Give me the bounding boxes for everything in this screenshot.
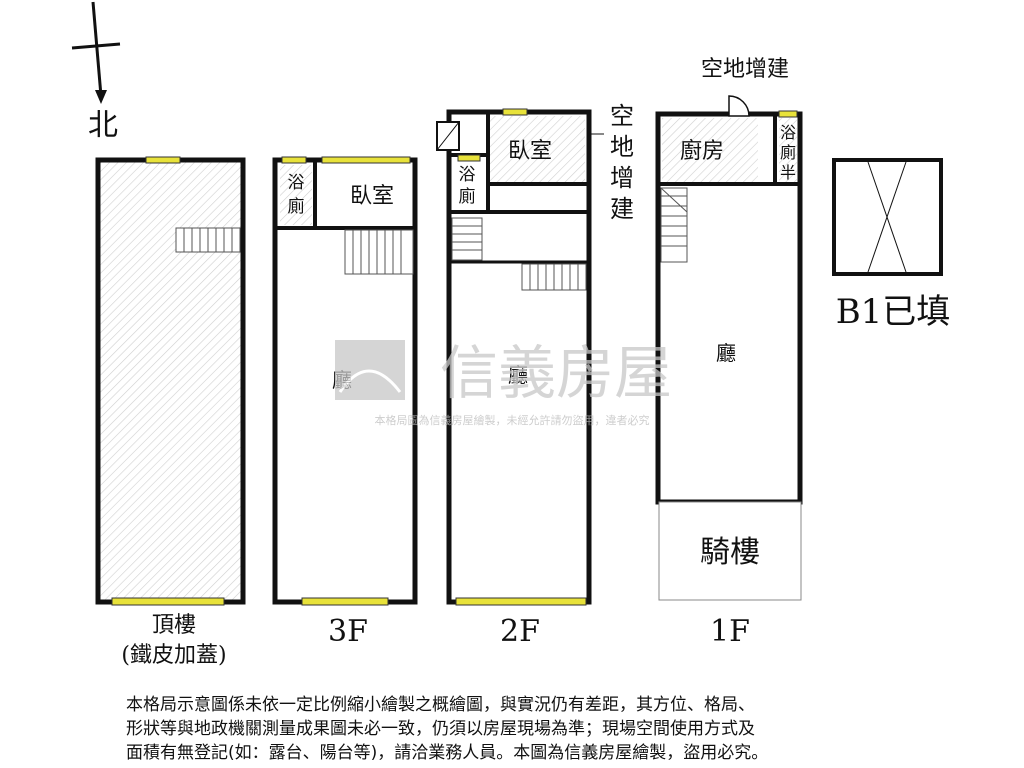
watermark-brand: 信義房屋 (440, 339, 672, 407)
f3-bath-label-1: 浴 (288, 173, 305, 193)
f1-bath-label-1: 浴 (780, 123, 796, 142)
north-label: 北 (88, 108, 118, 143)
window (455, 597, 587, 606)
f2-bath-label-2: 廁 (459, 186, 476, 207)
window (111, 597, 225, 606)
f2-extension-char-1: 空 (610, 102, 634, 130)
b1-label: B1已填 (836, 292, 951, 332)
disclaimer-line: 形狀等與地政機關測量成果圖未必一致，仍須以房屋現場為準；現場空間使用方式及 (126, 719, 755, 739)
arcade-area (658, 501, 802, 601)
roof-plan (95, 156, 246, 606)
f2-extension-char-3: 增 (610, 164, 634, 192)
f1-arcade-label: 騎樓 (700, 535, 760, 570)
window (778, 110, 798, 118)
f1-bath-label-3: 半 (780, 163, 796, 182)
disclaimer-text: 本格局示意圖係未依一定比例縮小繪製之概繪圖，與實況仍有差距，其方位、格局、 形狀… (126, 693, 926, 765)
stairs (344, 229, 414, 275)
window (502, 108, 528, 116)
roof-note: (鐵皮加蓋) (121, 643, 226, 668)
f2-floor-label: 2F (500, 614, 540, 649)
window (301, 597, 389, 606)
f1-floor-label: 1F (710, 614, 750, 649)
basement-plan (832, 158, 943, 276)
stairs (175, 227, 241, 253)
door-swing-icon (728, 95, 750, 117)
north-arrow-icon (71, 1, 121, 104)
floor-1f-plan (655, 95, 803, 601)
f2-extension-char-4: 建 (610, 195, 634, 223)
window (145, 156, 181, 164)
f3-bedroom-label: 臥室 (350, 184, 394, 209)
f1-bath-label-2: 廁 (780, 143, 796, 162)
disclaimer-line: 本格局示意圖係未依一定比例縮小繪製之概繪圖，與實況仍有差距，其方位、格局、 (126, 695, 755, 715)
brand-watermark: 信義房屋 本格局圖為信義房屋繪製，未經允許請勿盜用，違者必究 (335, 339, 672, 427)
f3-floor-label: 3F (328, 614, 368, 649)
roof-label: 頂樓 (152, 613, 196, 638)
f1-living-label: 廳 (716, 341, 736, 365)
window (281, 156, 307, 164)
window (321, 156, 411, 164)
disclaimer-line: 面積有無登記(如：露台、陽台等)，請洽業務人員。本圖為信義房屋繪製，盜用必究。 (126, 743, 769, 763)
f1-kitchen-label: 廚房 (680, 139, 724, 164)
f2-bedroom-label: 臥室 (508, 139, 552, 164)
f2-living-label: 廳 (508, 363, 528, 387)
stairs (451, 217, 587, 291)
f3-bath-label-2: 廁 (288, 196, 305, 217)
f2-extension-char-2: 地 (610, 133, 634, 161)
f1-extension-label: 空地增建 (701, 57, 789, 82)
window (457, 154, 481, 162)
floor-2f-plan (436, 108, 604, 606)
stairs (660, 187, 688, 263)
watermark-notice: 本格局圖為信義房屋繪製，未經允許請勿盜用，違者必究 (375, 413, 650, 427)
f2-bath-label-1: 浴 (459, 165, 476, 185)
